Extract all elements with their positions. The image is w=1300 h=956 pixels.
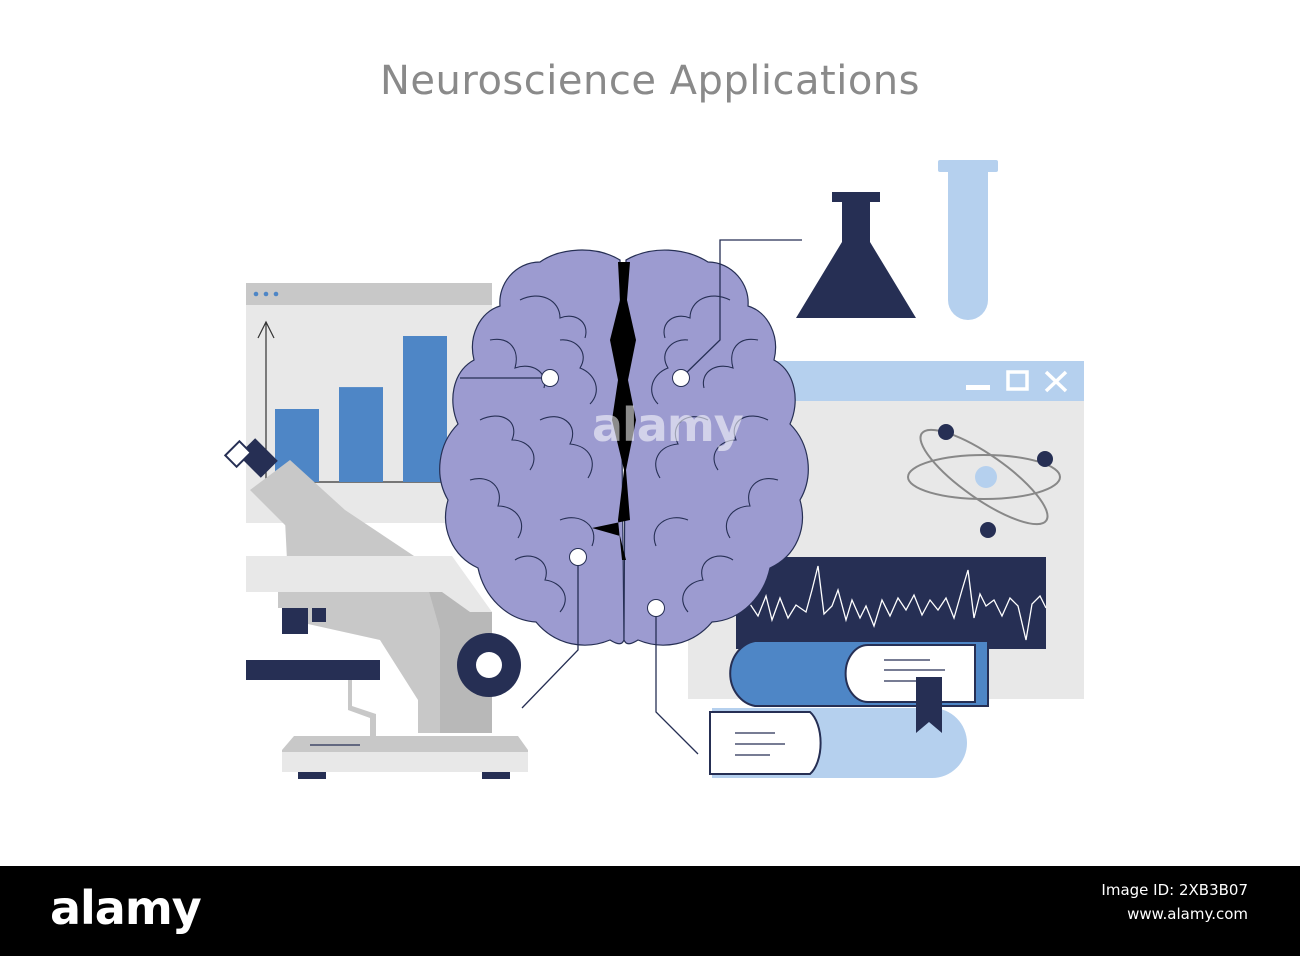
eeg-wave (737, 565, 1047, 641)
minimize-icon (966, 385, 990, 390)
bar (403, 336, 447, 482)
window-dot-icon (273, 291, 279, 297)
atom-icon (907, 424, 1061, 538)
bar (339, 387, 383, 482)
maximize-icon (1006, 370, 1029, 391)
window-dot-icon (253, 291, 259, 297)
alamy-logo: alamy (50, 881, 202, 935)
eeg-panel (736, 557, 1046, 649)
image-id-label: Image ID: (1101, 881, 1175, 899)
connector-dots (541, 369, 690, 617)
books (709, 640, 989, 778)
bookmark-icon (916, 677, 942, 733)
site-url: www.alamy.com (1127, 905, 1248, 923)
connector-lines (460, 239, 802, 755)
flask-icon (796, 192, 916, 318)
test-tube-icon (938, 160, 998, 320)
image-id-block: Image ID: 2XB3B07 www.alamy.com (1101, 878, 1248, 926)
footer-bar: alamy Image ID: 2XB3B07 www.alamy.com (0, 866, 1300, 956)
window-dot-icon (263, 291, 269, 297)
illustration (223, 160, 1084, 779)
close-icon (1044, 370, 1068, 393)
page-title: Neuroscience Applications (380, 58, 920, 104)
brain-folds (469, 295, 779, 613)
image-id: 2XB3B07 (1178, 881, 1248, 899)
microscope-icon (223, 438, 528, 779)
arrow-up-icon (257, 320, 275, 339)
watermark: alamy (592, 398, 744, 452)
brain-icon (439, 239, 809, 755)
